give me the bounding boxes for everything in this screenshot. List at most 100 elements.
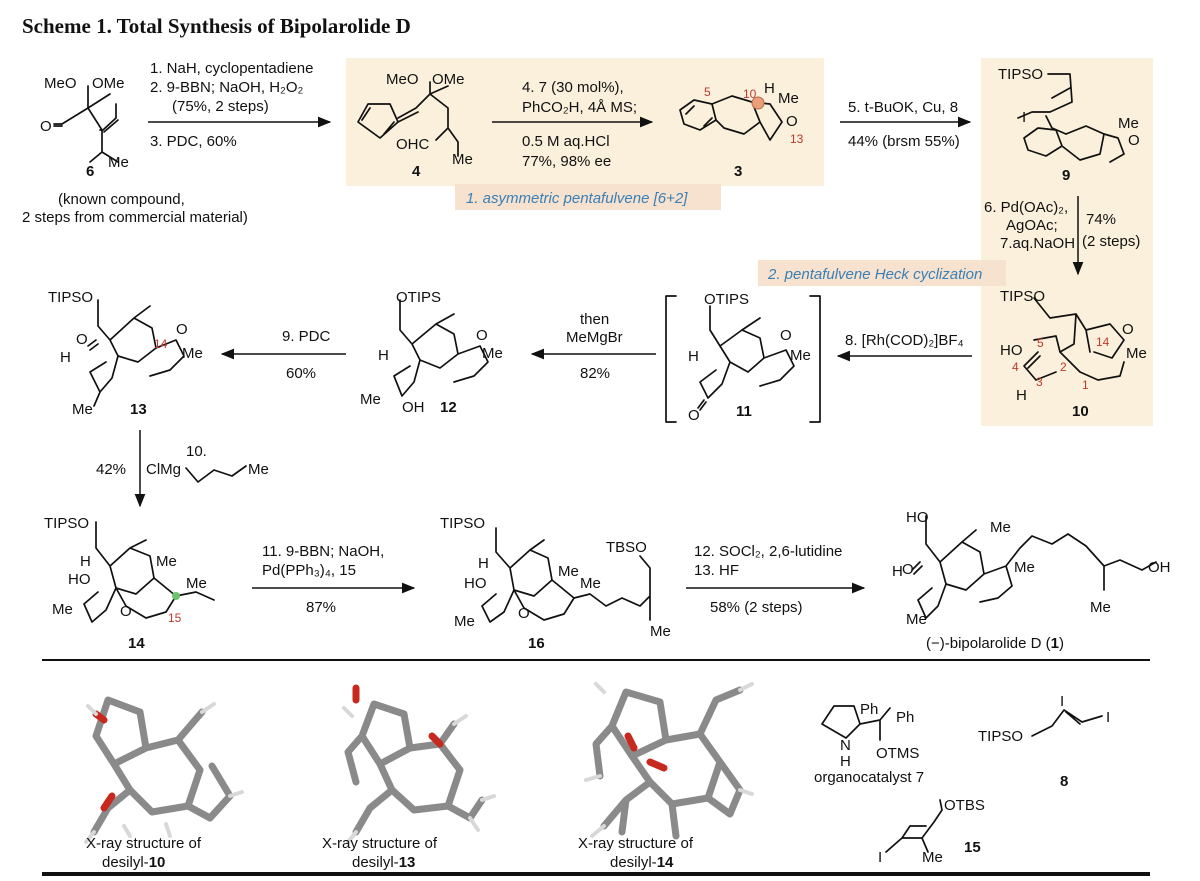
svg-text:HO: HO [1000,342,1023,359]
svg-text:H: H [764,80,775,97]
highlight-label-2: 2. pentafulvene Heck cyclization [767,266,982,283]
svg-text:10: 10 [743,87,757,101]
svg-text:11: 11 [736,403,752,420]
svg-text:Ph: Ph [896,709,914,726]
svg-text:Me: Me [52,601,73,618]
svg-text:O: O [902,561,914,578]
svg-text:Me: Me [790,347,811,364]
svg-text:12. SOCl₂, 2,6-lutidine: 12. SOCl₂, 2,6-lutidine [694,543,842,560]
svg-text:O: O [76,331,88,348]
svg-text:X-ray structure of: X-ray structure of [86,835,202,852]
svg-text:Me: Me [182,345,203,362]
svg-text:OHC: OHC [396,136,430,153]
svg-text:15: 15 [168,611,182,625]
svg-text:TBSO: TBSO [606,539,647,556]
svg-text:(2 steps): (2 steps) [1082,233,1140,250]
svg-text:15: 15 [964,839,981,856]
svg-text:3: 3 [734,163,742,180]
svg-text:12: 12 [440,399,457,416]
svg-text:X-ray structure of: X-ray structure of [578,835,694,852]
svg-text:OTBS: OTBS [944,797,985,814]
svg-text:13: 13 [790,132,804,146]
svg-text:OTIPS: OTIPS [704,291,749,308]
svg-text:4. 7 (30 mol%),: 4. 7 (30 mol%), [522,79,624,96]
svg-text:5. t-BuOK, Cu, 8: 5. t-BuOK, Cu, 8 [848,99,958,116]
svg-text:O: O [120,603,132,620]
svg-text:AgOAc;: AgOAc; [1006,217,1058,234]
svg-text:H: H [80,553,91,570]
svg-text:N: N [840,737,851,754]
svg-text:I: I [1060,693,1064,710]
svg-text:1: 1 [1082,378,1089,392]
svg-text:6: 6 [86,163,94,180]
svg-text:44% (brsm 55%): 44% (brsm 55%) [848,133,960,150]
svg-text:TIPSO: TIPSO [978,728,1023,745]
compound-3: 5 10 13 H Me O 3 [679,80,804,180]
highlight-label-1: 1. asymmetric pentafulvene [6+2] [466,190,688,207]
svg-text:Me: Me [1118,115,1139,132]
svg-text:TIPSO: TIPSO [440,515,485,532]
svg-text:HO: HO [906,509,929,526]
compound-1: HO H O Me Me Me Me OH (−)-bipolarolide D… [892,509,1171,652]
highlight-tag-2 [758,260,1006,286]
svg-text:14: 14 [128,635,145,652]
svg-text:Me: Me [558,563,579,580]
svg-text:H: H [840,753,851,770]
xray-structure-14: X-ray structure of desilyl-14 [578,682,754,871]
svg-text:O: O [780,327,792,344]
svg-text:8: 8 [1060,773,1068,790]
svg-text:0.5 M aq.HCl: 0.5 M aq.HCl [522,133,610,150]
svg-text:74%: 74% [1086,211,1116,228]
svg-text:H: H [478,555,489,572]
svg-text:O: O [786,113,798,130]
svg-text:Me: Me [990,519,1011,536]
svg-text:Me: Me [156,553,177,570]
svg-text:H: H [378,347,389,364]
step-5: 5. t-BuOK, Cu, 8 44% (brsm 55%) [840,99,972,150]
svg-text:16: 16 [528,635,545,652]
svg-text:Me: Me [1090,599,1111,616]
svg-text:TIPSO: TIPSO [48,289,93,306]
compound-10: TIPSO HO 5 4 3 2 1 14 H O Me 10 [1000,288,1147,420]
svg-text:MeMgBr: MeMgBr [566,329,623,346]
svg-text:OH: OH [402,399,425,416]
svg-text:Me: Me [906,611,927,628]
svg-text:Me: Me [248,461,269,478]
compound-11: OTIPS H O Me O 11 [665,291,821,424]
svg-text:I: I [878,849,882,866]
svg-text:O: O [518,605,530,622]
svg-text:then: then [580,311,609,328]
highlight-tag-1 [455,184,721,210]
svg-text:OH: OH [1148,559,1171,576]
compound-16: TIPSO TBSO H HO Me Me Me Me O 16 [440,515,671,652]
svg-text:Me: Me [650,623,671,640]
svg-text:OMe: OMe [432,71,465,88]
svg-text:TIPSO: TIPSO [998,66,1043,83]
svg-text:Pd(PPh₃)₄, 15: Pd(PPh₃)₄, 15 [262,562,356,579]
scheme-title: Scheme 1. Total Synthesis of Bipolarolid… [22,14,411,38]
step-8: 8. [Rh(COD)₂]BF₄ [836,332,972,362]
svg-text:H: H [1016,387,1027,404]
svg-text:desilyl-14: desilyl-14 [610,854,674,871]
step-4: 4. 7 (30 mol%), PhCO₂H, 4Å MS; 0.5 M aq.… [492,79,654,170]
svg-text:HO: HO [68,571,91,588]
svg-text:58% (2 steps): 58% (2 steps) [710,599,803,616]
svg-text:4: 4 [412,163,421,180]
svg-text:MeO: MeO [386,71,419,88]
compound-8: TIPSO I I 8 [978,693,1110,790]
svg-text:14: 14 [1096,335,1110,349]
svg-text:X-ray structure of: X-ray structure of [322,835,438,852]
svg-text:7.aq.NaOH: 7.aq.NaOH [1000,235,1075,252]
svg-text:5: 5 [1037,336,1044,350]
step-12-13: 12. SOCl₂, 2,6-lutidine 13. HF 58% (2 st… [686,543,866,616]
step-9: 9. PDC 60% [220,328,346,382]
svg-text:(−)-bipolarolide D (1): (−)-bipolarolide D (1) [926,635,1064,652]
svg-text:O: O [476,327,488,344]
svg-text:Me: Me [1014,559,1035,576]
svg-text:10: 10 [1072,403,1089,420]
svg-text:O: O [40,118,52,135]
svg-text:I: I [1022,109,1026,126]
svg-text:2 steps from commercial materi: 2 steps from commercial material) [22,209,248,226]
svg-text:11. 9-BBN; NaOH,: 11. 9-BBN; NaOH, [262,543,384,560]
svg-text:Me: Me [72,401,93,418]
